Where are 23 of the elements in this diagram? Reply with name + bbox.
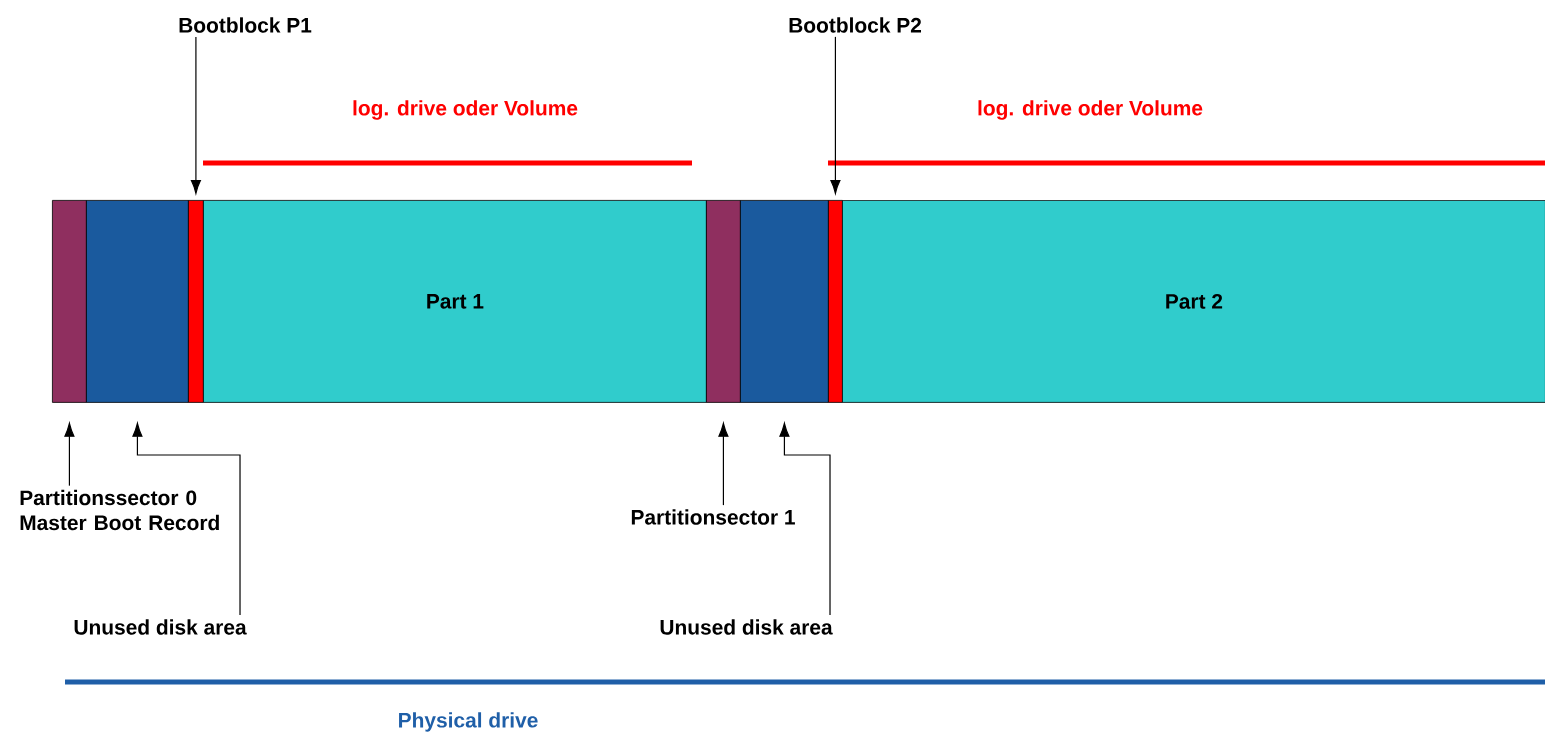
callout-text: Unused disk area: [74, 619, 247, 635]
arrow: [64, 422, 75, 487]
label-text: Physical drive: [399, 712, 538, 732]
disk-segment: [52, 200, 87, 403]
partition-area: Part 1: [203, 200, 707, 403]
arrow: [190, 36, 201, 194]
partition-area: Part 2: [842, 200, 1545, 403]
disk-segment: [188, 200, 204, 403]
disk-segment: [86, 200, 189, 403]
arrow: [779, 422, 831, 616]
callout-text: Unused disk area: [660, 619, 833, 635]
callout-text: Bootblock P1: [179, 17, 312, 33]
arrow: [132, 422, 241, 616]
label-text: log. drive oder Volume: [353, 100, 578, 120]
callout-text: Partitionsector 1: [631, 509, 795, 525]
disk-segment: [828, 200, 843, 403]
label-text: log. drive oder Volume: [978, 100, 1203, 120]
callout-text: Bootblock P2: [789, 17, 921, 33]
disk-segment: [706, 200, 741, 403]
arrow: [718, 422, 729, 506]
callout-text: Partitionssector 0 Master Boot Record: [20, 489, 219, 531]
disk-segment: [740, 200, 829, 403]
arrow: [830, 36, 841, 194]
